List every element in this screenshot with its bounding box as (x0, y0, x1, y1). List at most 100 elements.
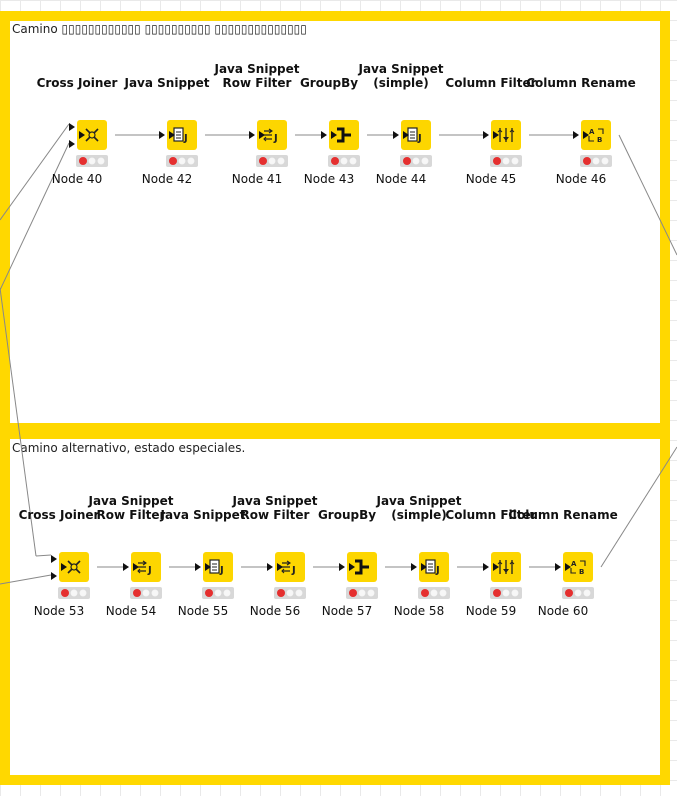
output-port[interactable] (583, 131, 589, 139)
annotation-alternative-path[interactable]: Camino alternativo, estado especiales. (0, 429, 670, 785)
status-light-off (339, 157, 348, 165)
node-label: Column Rename (526, 76, 636, 90)
node-id-label: Node 59 (465, 604, 517, 618)
status-light-red (402, 157, 411, 165)
node-id-label: Node 56 (249, 604, 301, 618)
input-port[interactable] (51, 572, 57, 580)
status-traffic-light (166, 155, 198, 167)
status-light-off (511, 157, 520, 165)
output-port[interactable] (61, 563, 67, 571)
output-port[interactable] (169, 131, 175, 139)
output-port[interactable] (133, 563, 139, 571)
input-port[interactable] (195, 563, 201, 571)
status-light-off (439, 589, 448, 597)
node-id-label: Node 44 (375, 172, 427, 186)
input-port[interactable] (69, 140, 75, 148)
input-port[interactable] (123, 563, 129, 571)
status-light-red (60, 589, 69, 597)
status-light-red (330, 157, 339, 165)
input-port[interactable] (69, 123, 75, 131)
node-id-label: Node 53 (33, 604, 85, 618)
node-label: Column Rename (508, 508, 618, 522)
status-light-off (87, 157, 96, 165)
status-light-red (564, 589, 573, 597)
status-light-off (213, 589, 222, 597)
output-port[interactable] (421, 563, 427, 571)
java-row-filter-icon[interactable]: J (275, 552, 305, 582)
input-port[interactable] (339, 563, 345, 571)
node-id-label: Node 43 (303, 172, 355, 186)
input-port[interactable] (51, 555, 57, 563)
status-traffic-light (76, 155, 108, 167)
status-light-off (79, 589, 88, 597)
node-label: Java Snippet Row Filter (214, 62, 300, 90)
status-light-off (223, 589, 232, 597)
output-port[interactable] (205, 563, 211, 571)
status-light-red (492, 589, 501, 597)
status-light-red (348, 589, 357, 597)
input-port[interactable] (393, 131, 399, 139)
svg-text:J: J (183, 133, 188, 144)
node-label: Java Snippet (simple) (376, 494, 462, 522)
node-id-label: Node 55 (177, 604, 229, 618)
input-port[interactable] (321, 131, 327, 139)
status-light-off (97, 157, 106, 165)
input-port[interactable] (249, 131, 255, 139)
output-port[interactable] (331, 131, 337, 139)
output-port[interactable] (403, 131, 409, 139)
svg-text:J: J (435, 565, 440, 576)
node-id-label: Node 46 (555, 172, 607, 186)
input-port[interactable] (267, 563, 273, 571)
node-id-label: Node 57 (321, 604, 373, 618)
status-light-off (367, 589, 376, 597)
status-traffic-light (580, 155, 612, 167)
input-port[interactable] (483, 563, 489, 571)
status-light-off (151, 589, 160, 597)
output-port[interactable] (259, 131, 265, 139)
output-port[interactable] (277, 563, 283, 571)
input-port[interactable] (411, 563, 417, 571)
status-light-red (204, 589, 213, 597)
output-port[interactable] (493, 131, 499, 139)
svg-text:B: B (597, 136, 602, 144)
status-light-off (295, 589, 304, 597)
status-traffic-light (562, 587, 594, 599)
status-light-off (591, 157, 600, 165)
node-id-label: Node 58 (393, 604, 445, 618)
status-traffic-light (490, 587, 522, 599)
status-light-off (601, 157, 610, 165)
node-label: Column Filter (445, 508, 537, 522)
node-id-label: Node 42 (141, 172, 193, 186)
input-port[interactable] (573, 131, 579, 139)
output-port[interactable] (493, 563, 499, 571)
input-port[interactable] (483, 131, 489, 139)
node-label: GroupBy (299, 76, 359, 90)
node-label: Java Snippet Row Filter (88, 494, 174, 522)
status-light-red (168, 157, 177, 165)
output-port[interactable] (565, 563, 571, 571)
status-traffic-light (274, 587, 306, 599)
node-label: Java Snippet (124, 76, 210, 90)
input-port[interactable] (159, 131, 165, 139)
node-label: Cross Joiner (18, 508, 100, 522)
status-light-off (429, 589, 438, 597)
status-light-off (349, 157, 358, 165)
status-light-red (276, 589, 285, 597)
output-port[interactable] (349, 563, 355, 571)
svg-text:J: J (147, 565, 152, 576)
node-id-label: Node 60 (537, 604, 589, 618)
node-id-label: Node 40 (51, 172, 103, 186)
node-label: Java Snippet (simple) (358, 62, 444, 90)
node-label: Java Snippet Row Filter (232, 494, 318, 522)
annotation-main-path[interactable]: Camino ▯▯▯▯▯▯▯▯▯▯▯▯ ▯▯▯▯▯▯▯▯▯▯ ▯▯▯▯▯▯▯▯▯… (0, 11, 670, 433)
output-port[interactable] (79, 131, 85, 139)
status-light-off (501, 157, 510, 165)
node-label: GroupBy (317, 508, 377, 522)
node-label: Cross Joiner (36, 76, 118, 90)
status-traffic-light (256, 155, 288, 167)
status-light-off (277, 157, 286, 165)
input-port[interactable] (555, 563, 561, 571)
status-traffic-light (328, 155, 360, 167)
status-light-off (177, 157, 186, 165)
